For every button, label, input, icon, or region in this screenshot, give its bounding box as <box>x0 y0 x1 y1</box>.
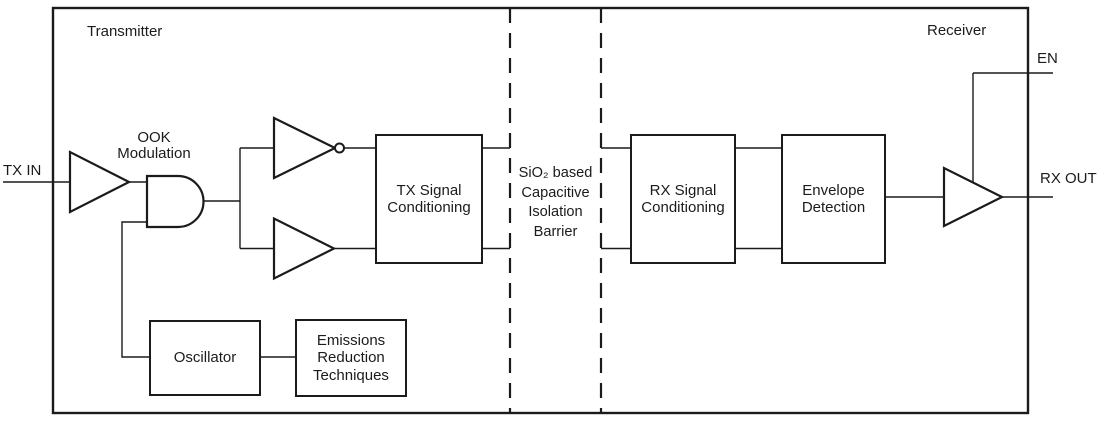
block-label: Oscillator <box>173 349 237 367</box>
block-label: Envelope <box>802 181 865 199</box>
block-tx-signal-conditioning: TX Signal Conditioning <box>375 134 483 264</box>
receiver-region-label: Receiver <box>927 22 987 39</box>
isolation-barrier-label: SiO₂ based Capacitive Isolation Barrier <box>504 164 607 242</box>
block-emissions-reduction: Emissions Reduction Techniques <box>295 319 407 397</box>
block-rx-signal-conditioning: RX Signal Conditioning <box>630 134 736 264</box>
block-label: Conditioning <box>641 199 725 216</box>
isolator-outline <box>51 6 1030 415</box>
isolation-barrier-line: Capacitive <box>521 184 590 201</box>
tx-input-buffer-icon <box>68 150 132 214</box>
transmitter-region-label: Transmitter <box>87 23 163 40</box>
rx-output-buffer-icon <box>942 166 1005 228</box>
rx-out-port-label: RX OUT <box>1040 170 1097 187</box>
isolation-barrier-line: SiO₂ based <box>518 165 593 181</box>
block-label: TX Signal <box>396 181 462 199</box>
block-label: Conditioning <box>387 199 471 216</box>
block-label: Detection <box>801 199 866 216</box>
tx-in-port-label: TX IN <box>3 162 42 179</box>
and-gate-icon <box>145 174 205 229</box>
block-envelope-detection: Envelope Detection <box>781 134 886 264</box>
en-port-label: EN <box>1037 50 1058 67</box>
buffer-gate-icon <box>272 216 337 281</box>
isolation-barrier-line: Isolation <box>528 204 583 220</box>
inverter-gate-icon <box>272 116 338 180</box>
ook-modulation-line: OOK <box>137 129 171 146</box>
block-label: Emissions <box>316 331 386 349</box>
inverter-bubble-icon <box>334 142 345 154</box>
block-oscillator: Oscillator <box>149 320 261 396</box>
ook-modulation-label: OOK Modulation <box>104 130 204 161</box>
block-label: Reduction <box>317 349 385 367</box>
isolation-barrier-line: Barrier <box>533 223 578 240</box>
ook-modulation-line: Modulation <box>117 144 191 162</box>
oscillator-to-and-wire <box>121 221 150 358</box>
block-label: RX Signal <box>649 181 717 199</box>
block-label: Techniques <box>313 366 389 384</box>
